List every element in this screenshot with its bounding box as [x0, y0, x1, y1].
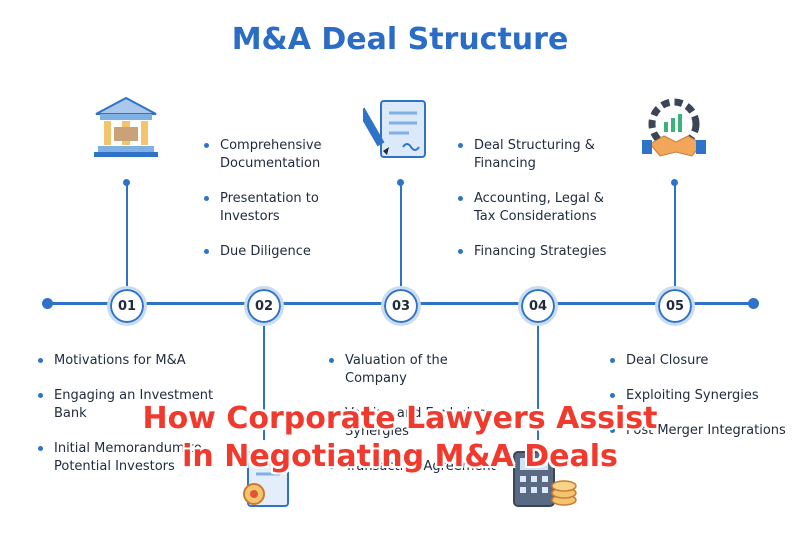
list-item: Engaging an Investment Bank	[38, 387, 238, 423]
list-item: Comprehensive Documentation	[204, 137, 364, 173]
page-title: M&A Deal Structure	[231, 22, 569, 57]
step-01-list: Motivations for M&A Engaging an Investme…	[38, 352, 238, 493]
connector-dot-03	[397, 179, 404, 186]
step-node-01: 01	[107, 286, 147, 326]
timeline-start-dot	[42, 298, 53, 309]
list-item: Due Diligence	[204, 243, 364, 261]
connector-02	[263, 324, 265, 440]
step-05-list: Deal Closure Exploiting Synergies Post M…	[610, 352, 790, 457]
calculator-icon	[513, 451, 577, 507]
overlay-line-2: in Negotiating M&A Deals	[182, 439, 618, 474]
list-item: Valuing and Exploring Synergies	[329, 405, 509, 441]
list-item: Valuation of the Company	[329, 352, 509, 388]
gear-handshake-icon	[642, 98, 706, 157]
list-item: Motivations for M&A	[38, 352, 238, 370]
step-03-list: Valuation of the Company Valuing and Exp…	[329, 352, 509, 493]
connector-05	[674, 182, 676, 286]
step-node-04: 04	[518, 286, 558, 326]
connector-04	[537, 324, 539, 440]
list-item: Initial Memorandum to Potential Investor…	[38, 440, 238, 476]
contract-icon	[363, 100, 426, 158]
connector-dot-01	[123, 179, 130, 186]
list-item: Presentation to Investors	[204, 190, 364, 226]
list-item: Transaction Agreement	[329, 458, 509, 476]
step-node-03: 03	[381, 286, 421, 326]
bank-icon	[94, 96, 158, 157]
step-node-02: 02	[244, 286, 284, 326]
connector-dot-05	[671, 179, 678, 186]
overlay-line-1: How Corporate Lawyers Assist	[142, 401, 658, 436]
list-item: Accounting, Legal & Tax Considerations	[458, 190, 628, 226]
list-item: Post Merger Integrations	[610, 422, 790, 440]
timeline-end-dot	[748, 298, 759, 309]
step-04-list: Deal Structuring & Financing Accounting,…	[458, 137, 628, 278]
step-node-05: 05	[655, 286, 695, 326]
list-item: Financing Strategies	[458, 243, 628, 261]
connector-01	[126, 182, 128, 286]
connector-03	[400, 182, 402, 286]
documents-icon	[243, 451, 289, 507]
list-item: Deal Structuring & Financing	[458, 137, 628, 173]
step-02-list: Comprehensive Documentation Presentation…	[204, 137, 364, 278]
list-item: Deal Closure	[610, 352, 790, 370]
list-item: Exploiting Synergies	[610, 387, 790, 405]
overlay-headline: How Corporate Lawyers Assist in Negotiat…	[0, 400, 800, 476]
